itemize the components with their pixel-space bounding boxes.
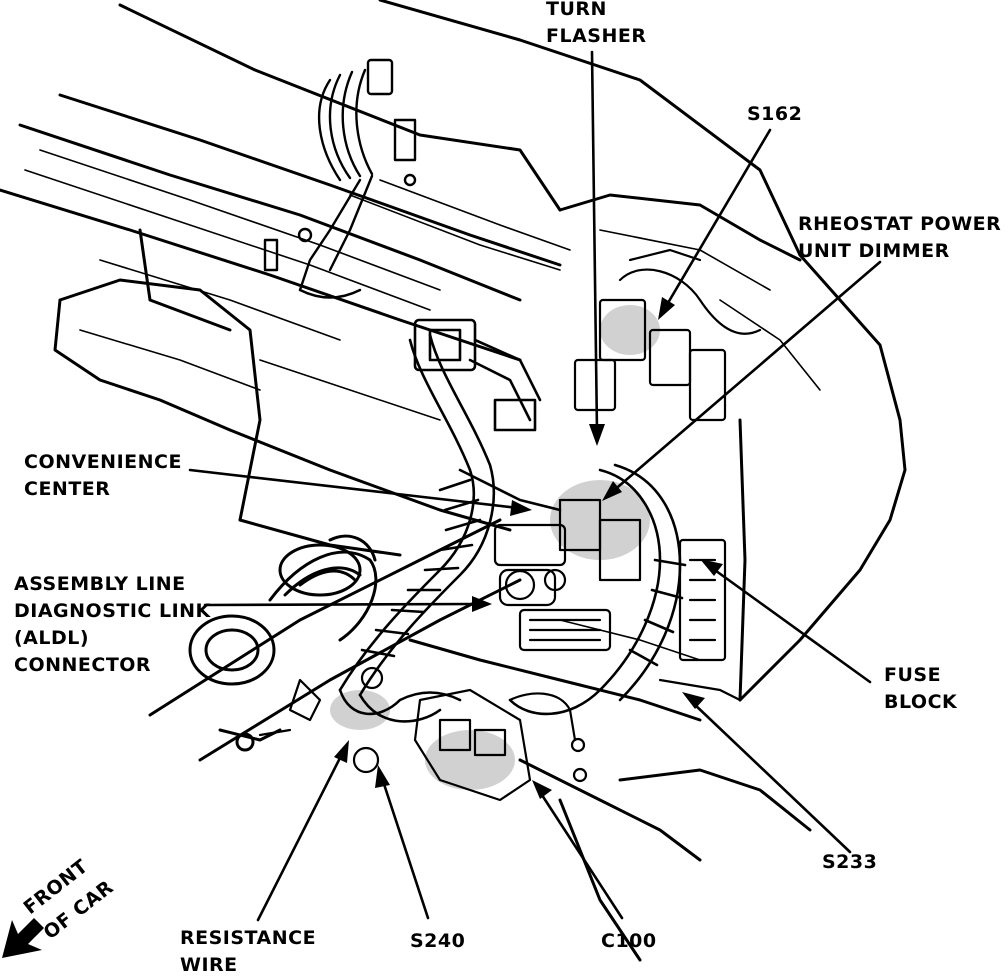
label-rheostat-1: RHEOSTAT POWER <box>798 213 1001 235</box>
leader-arrowheads <box>334 297 723 799</box>
label-aldl-4: CONNECTOR <box>14 654 151 676</box>
leader-c100 <box>538 790 624 920</box>
label-turn-flasher-1: TURN <box>546 0 607 20</box>
leader-turn-flasher <box>590 50 599 434</box>
arrowhead-s240 <box>375 765 390 788</box>
front-of-car-arrow <box>2 918 44 958</box>
label-resistance-wire-2: WIRE <box>180 954 238 976</box>
shading <box>330 305 660 790</box>
leader-s240 <box>380 776 430 920</box>
leader-lines <box>188 50 882 922</box>
arrowhead-s233 <box>682 692 705 709</box>
label-s240: S240 <box>410 930 465 952</box>
relay-cluster <box>493 248 762 652</box>
label-convenience-center-2: CENTER <box>24 478 110 500</box>
leader-s233 <box>690 700 852 854</box>
label-s233: S233 <box>822 851 877 873</box>
arrowhead-convenience-center <box>510 500 532 516</box>
arrowhead-resistance-wire <box>334 740 349 763</box>
labels: TURN FLASHER S162 RHEOSTAT POWER UNIT DI… <box>14 0 1001 976</box>
arrowhead-rheostat <box>602 481 622 501</box>
c100-connector-illustration <box>258 666 588 802</box>
label-resistance-wire-1: RESISTANCE <box>180 927 316 949</box>
dashboard-outline <box>0 0 907 962</box>
label-s162: S162 <box>747 103 802 125</box>
label-fuse-block-2: BLOCK <box>884 691 958 713</box>
arrowhead-fuse-block <box>700 559 723 576</box>
leader-rheostat <box>610 260 882 494</box>
label-fuse-block-1: FUSE <box>884 664 941 686</box>
cluster-harness <box>263 58 417 299</box>
leader-resistance-wire <box>256 750 345 922</box>
leader-s162 <box>663 128 772 310</box>
label-turn-flasher-2: FLASHER <box>546 25 647 47</box>
arrowhead-c100 <box>532 780 552 799</box>
label-rheostat-2: UNIT DIMMER <box>798 240 950 262</box>
label-aldl-2: DIAGNOSTIC LINK <box>14 600 212 622</box>
label-aldl-1: ASSEMBLY LINE <box>14 573 186 595</box>
label-c100: C100 <box>601 930 657 952</box>
label-aldl-3: (ALDL) <box>14 627 89 649</box>
main-harness <box>338 318 687 723</box>
label-convenience-center-1: CONVENIENCE <box>24 451 182 473</box>
arrowhead-aldl <box>472 596 492 612</box>
leader-aldl <box>203 602 480 607</box>
arrowhead-turn-flasher <box>589 424 605 446</box>
arrowhead-s162 <box>658 297 675 320</box>
steering-column <box>148 518 522 762</box>
leader-fuse-block <box>710 566 872 684</box>
leader-convenience-center <box>188 468 520 510</box>
